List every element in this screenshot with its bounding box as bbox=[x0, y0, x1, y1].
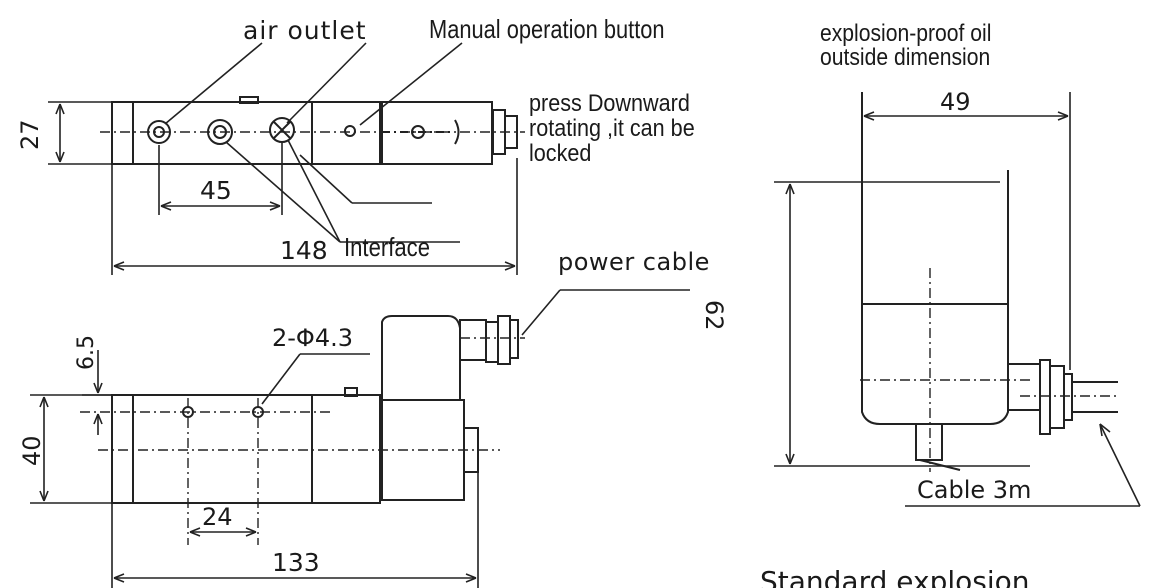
top-view-leaders bbox=[164, 42, 463, 243]
dim-148-label: 148 bbox=[280, 236, 328, 265]
cable-3m-label: Cable 3m bbox=[917, 476, 1032, 504]
press-note-line3: locked bbox=[529, 140, 592, 167]
dim-24-lines bbox=[189, 527, 257, 537]
interface-label: Interface bbox=[344, 232, 430, 262]
dim-40-label: 40 bbox=[18, 435, 46, 466]
explosion-title-line1: explosion-proof oil bbox=[820, 20, 992, 47]
dim-62-label: 62 bbox=[700, 300, 728, 331]
explosion-proof-centerlines bbox=[860, 268, 1120, 472]
power-cable-label: power cable bbox=[558, 248, 710, 276]
manual-operation-button-label: Manual operation button bbox=[429, 14, 665, 44]
explosion-proof-body bbox=[861, 92, 1118, 471]
dim-62-lines bbox=[774, 181, 1030, 467]
dim-27-lines bbox=[48, 101, 112, 165]
dim-133-label: 133 bbox=[272, 548, 320, 577]
dim-45-label: 45 bbox=[200, 176, 232, 205]
press-note-line2: rotating ,it can be bbox=[529, 115, 695, 142]
dim-6-5-label: 6.5 bbox=[74, 335, 99, 370]
press-note-line1: press Downward bbox=[529, 90, 690, 117]
air-outlet-label: air outlet bbox=[243, 16, 367, 45]
dim-27-label: 27 bbox=[16, 119, 44, 150]
front-view-valve-body bbox=[111, 387, 381, 504]
front-view-coil bbox=[381, 315, 519, 501]
explosion-title-line2: outside dimension bbox=[820, 44, 991, 71]
dim-49-lines bbox=[861, 92, 1071, 370]
standard-explosion-label: Standard explosion bbox=[760, 565, 1030, 588]
front-view-centerlines bbox=[80, 337, 525, 545]
dim-49-label: 49 bbox=[940, 88, 971, 116]
dim-133-lines bbox=[111, 472, 479, 588]
cable-leader bbox=[905, 423, 1141, 507]
dim-40-lines bbox=[30, 394, 112, 504]
holes-label: 2-Φ4.3 bbox=[272, 324, 353, 352]
top-view-valve-body bbox=[111, 96, 381, 165]
dim-148-lines bbox=[111, 158, 518, 275]
dim-24-label: 24 bbox=[202, 503, 233, 531]
front-view-leaders bbox=[261, 289, 690, 405]
dim-45-lines bbox=[158, 143, 283, 215]
top-view-coil bbox=[381, 101, 518, 165]
